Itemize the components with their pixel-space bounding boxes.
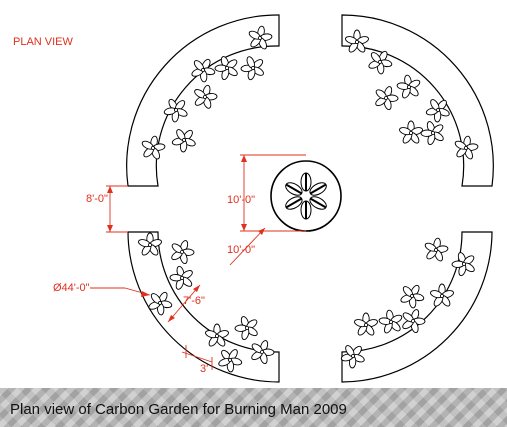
flower-icon — [400, 284, 425, 309]
flower-icon — [451, 252, 475, 277]
flower-icon — [163, 98, 188, 123]
flower-icon — [375, 86, 399, 111]
dimension-lines — [90, 154, 306, 370]
flower-icon — [205, 323, 229, 347]
flower-icon — [354, 312, 378, 336]
center-plant-icon — [285, 182, 303, 196]
flower-icon — [430, 283, 454, 307]
center-plant-icon — [309, 182, 327, 196]
center-height-dimension: 10'-0" — [227, 194, 255, 206]
flower-icon — [141, 135, 166, 160]
flower-icon — [425, 99, 450, 123]
center-plant-icon — [300, 172, 312, 192]
flower-icon — [396, 74, 421, 99]
flower-icon — [214, 56, 238, 81]
flower-icon — [340, 345, 365, 369]
flower-icon — [378, 309, 403, 334]
flower-icon — [248, 25, 273, 50]
flower-icon — [251, 340, 275, 365]
flower-icon — [454, 135, 479, 160]
flower-icon — [138, 232, 162, 256]
flower-icon — [402, 309, 426, 334]
flower-icon — [194, 84, 218, 109]
outer-diameter-dimension: Ø44'-0" — [53, 282, 90, 294]
flower-icon — [169, 265, 193, 290]
flower-icon — [399, 120, 423, 144]
center-width-dimension: 10'-0" — [227, 244, 255, 256]
flower-icon — [240, 56, 264, 81]
center-plant-icon — [300, 200, 312, 220]
flower-icon — [171, 240, 195, 265]
flower-icon — [368, 50, 393, 75]
flower-icon — [171, 129, 196, 153]
center-plant-icon — [285, 196, 303, 210]
flower-icon — [424, 237, 449, 262]
flower-icon — [420, 121, 444, 146]
caption-bar: Plan view of Carbon Garden for Burning M… — [0, 388, 507, 427]
dimension-arrows — [107, 155, 265, 322]
bed-width-dimension: 7'-6" — [183, 295, 205, 307]
plan-svg: PLAN VIEW 8'-0" 10'-0" 10'-0" Ø44'-0" 7'… — [13, 14, 494, 383]
flower-symbols — [138, 25, 479, 373]
flower-icon — [218, 349, 243, 373]
center-plant-icon — [309, 196, 327, 210]
plan-title: PLAN VIEW — [13, 36, 74, 48]
border-dimension: 3' — [200, 363, 208, 375]
gap-width-dimension: 8'-0" — [86, 193, 108, 205]
flower-icon — [345, 29, 369, 53]
caption: Plan view of Carbon Garden for Burning M… — [10, 401, 347, 418]
center-planter — [270, 160, 342, 232]
center-plant-cluster — [285, 172, 327, 220]
garden-bed-bottom-right — [341, 231, 493, 383]
flower-icon — [234, 316, 258, 341]
flower-icon — [148, 291, 173, 316]
flower-icon — [191, 58, 216, 83]
